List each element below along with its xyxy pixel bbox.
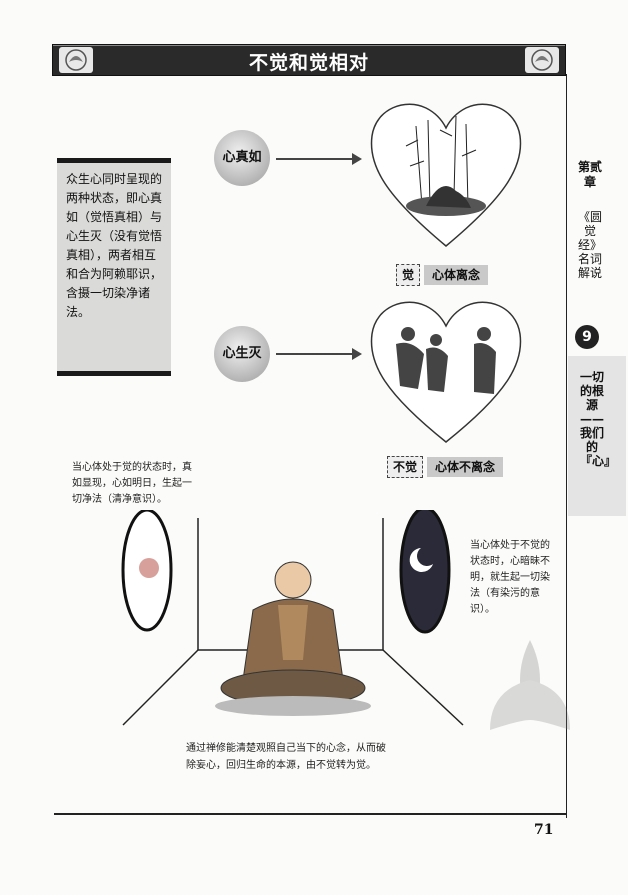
heart-illustration-scholar: [370, 103, 522, 247]
book-title: 《圆觉经》名词解说: [578, 210, 603, 280]
label-desc: 心体不离念: [427, 457, 504, 477]
arrow-icon: [276, 153, 362, 165]
page-number: 71: [534, 822, 554, 838]
section-tab: [568, 356, 626, 516]
sidebar-divider: [566, 74, 567, 818]
chapter-number-badge: 9: [575, 325, 599, 349]
label-desc: 心体离念: [424, 265, 489, 285]
intro-box: [57, 158, 171, 376]
label-not-awake: 不觉心体不离念: [387, 456, 504, 478]
chapter-label: 第贰章: [577, 160, 602, 189]
concept-circle-true-mind: 心真如: [214, 130, 270, 186]
note-awake-state: 当心体处于觉的状态时，真如显现，心如明日，生起一切净法（清净意识）。: [72, 462, 192, 505]
label-tag: 不觉: [387, 456, 424, 478]
page-title: 不觉和觉相对: [248, 52, 369, 74]
concept-circle-arising-mind: 心生灭: [214, 326, 270, 382]
meditation-room-illustration: [121, 510, 464, 726]
note-not-awake-state: 当心体处于不觉的状态时，心暗昧不明，就生起一切染法（有染污的意识）。: [470, 540, 550, 615]
arrow-icon: [276, 348, 362, 360]
label-awake: 觉心体离念: [396, 264, 489, 286]
footer-divider: [54, 813, 566, 815]
lotus-emblem-icon: [525, 47, 559, 73]
label-tag: 觉: [396, 264, 421, 286]
heart-illustration-fighting: [370, 301, 522, 443]
lotus-ornament-icon: [490, 640, 570, 730]
intro-text: 众生心同时呈现的两种状态，即心真如（觉悟真相）与心生灭（没有觉悟真相），两者相互…: [66, 172, 163, 319]
section-title: 一切的根源——我们的『心』: [580, 370, 617, 468]
note-meditation: 通过禅修能清楚观照自己当下的心念，从而破除妄心，回归生命的本源，由不觉转为觉。: [186, 743, 386, 771]
title-bar: 不觉和觉相对: [52, 44, 566, 76]
lotus-emblem-icon: [59, 47, 93, 73]
